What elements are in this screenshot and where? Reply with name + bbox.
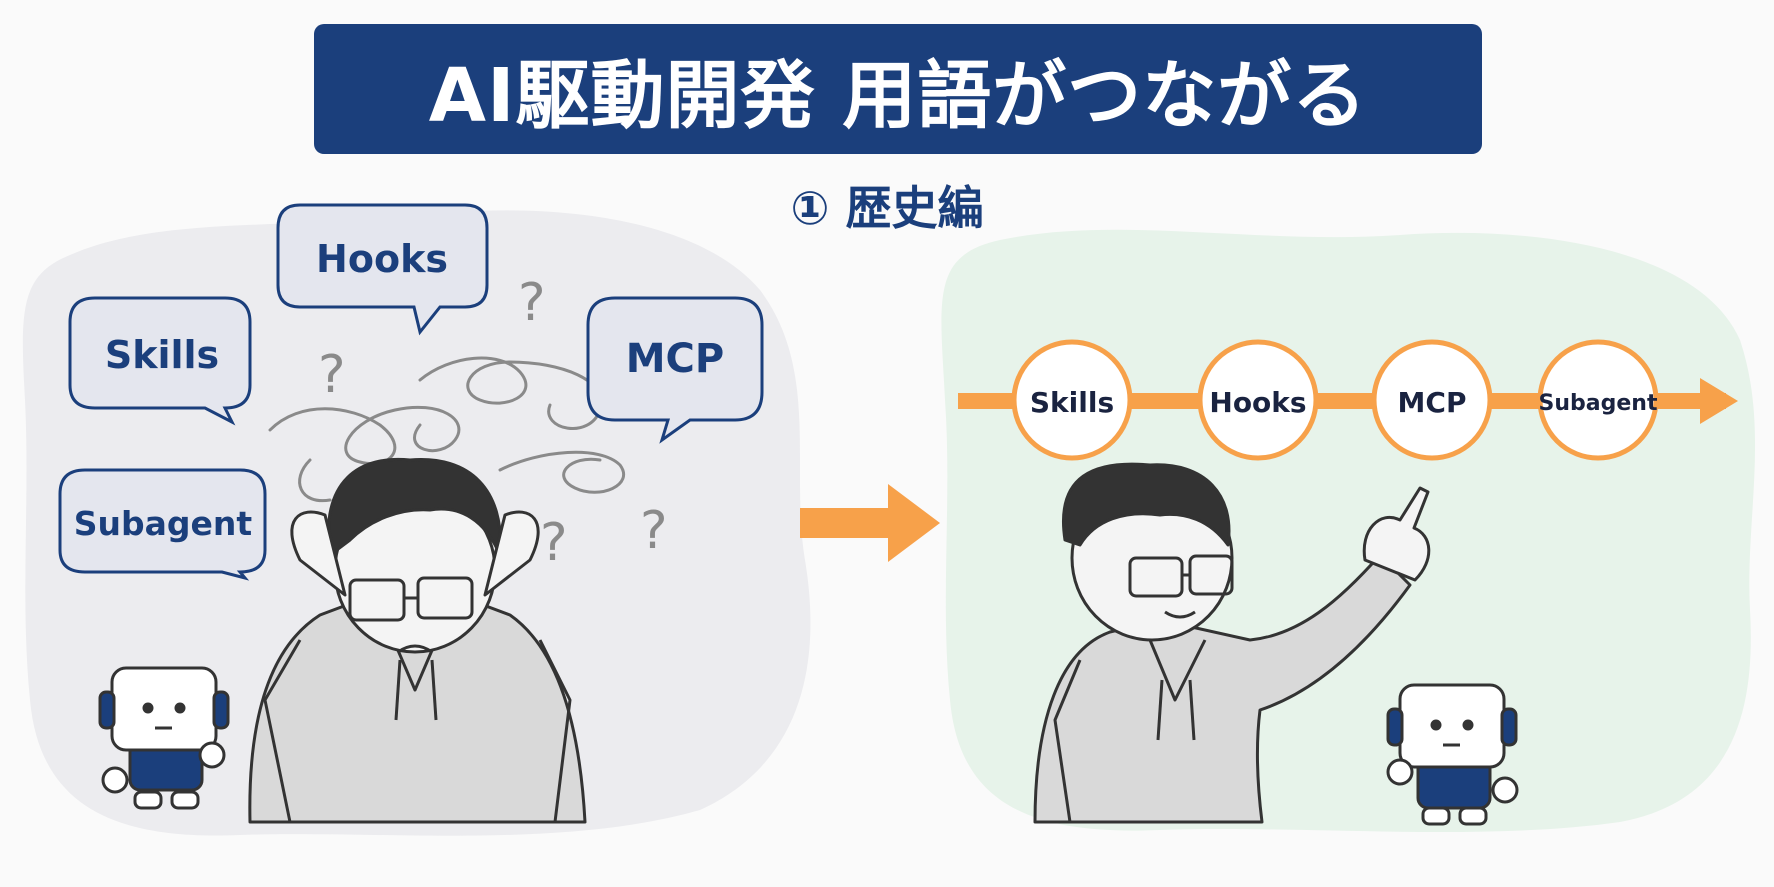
bubble-label: Subagent <box>74 504 253 543</box>
timeline-node-subagent: Subagent <box>1537 339 1659 461</box>
bubble-label: MCP <box>626 336 724 382</box>
speech-bubble-subagent: Subagent <box>58 468 267 581</box>
pointing-person-illustration <box>1033 462 1431 824</box>
timeline-node-hooks: Hooks <box>1197 339 1319 461</box>
question-mark: ? <box>640 501 668 561</box>
confused-person-illustration <box>248 457 587 824</box>
node-label: Skills <box>1030 386 1114 419</box>
speech-bubble-mcp: MCP <box>586 296 764 444</box>
question-mark: ? <box>518 273 546 333</box>
bubble-label: Skills <box>105 333 219 377</box>
speech-bubble-skills: Skills <box>68 296 252 426</box>
node-label: MCP <box>1398 386 1467 419</box>
page-title: AI駆動開発 用語がつながる <box>428 52 1368 139</box>
speech-bubble-hooks: Hooks <box>276 203 489 336</box>
timeline <box>958 378 1738 424</box>
node-label: Subagent <box>1539 391 1658 416</box>
timeline-node-skills: Skills <box>1011 339 1133 461</box>
title-banner: AI駆動開発 用語がつながる <box>314 24 1482 154</box>
page-subtitle: ① 歴史編 <box>790 181 984 235</box>
question-mark: ? <box>540 513 568 573</box>
arrow-right-icon <box>800 484 940 562</box>
bubble-label: Hooks <box>316 237 448 281</box>
timeline-node-mcp: MCP <box>1371 339 1493 461</box>
robot-mascot-icon <box>98 666 230 810</box>
robot-mascot-icon <box>1386 683 1519 826</box>
question-mark: ? <box>318 345 346 405</box>
confusion-scribble <box>268 356 625 503</box>
node-label: Hooks <box>1209 386 1306 419</box>
